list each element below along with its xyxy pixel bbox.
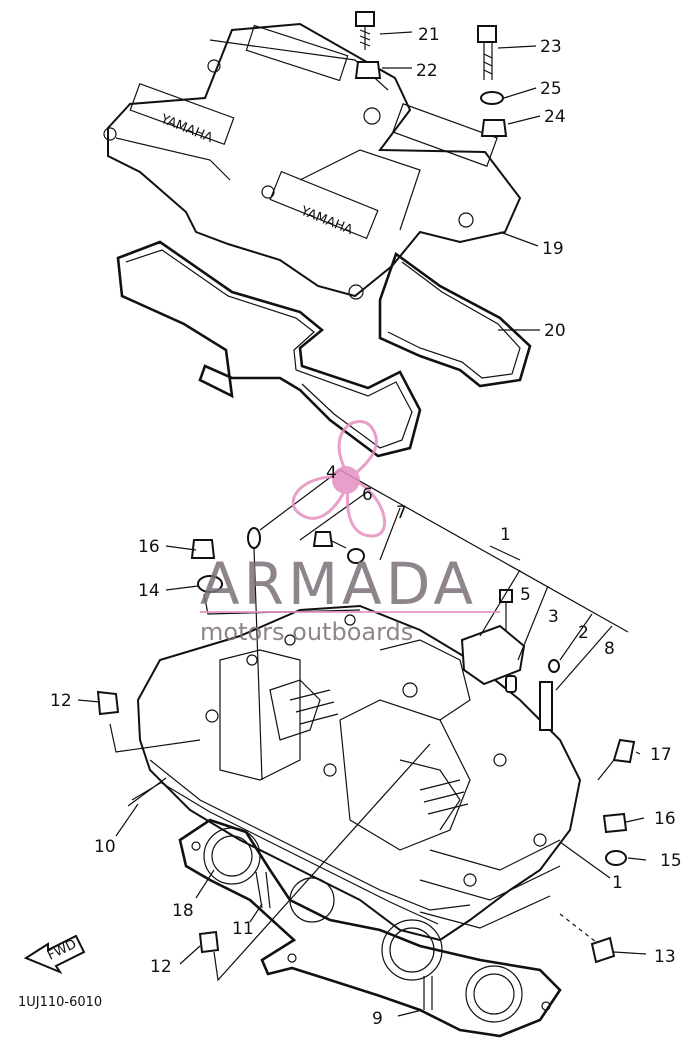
label-3: 3 [548,607,559,627]
label-13: 13 [654,947,676,967]
label-16-upper: 16 [138,537,160,557]
label-6: 6 [362,485,373,505]
label-19: 19 [542,239,564,259]
label-1-upper: 1 [500,525,511,545]
label-24: 24 [544,107,566,127]
watermark-brand: ARMADA [200,550,477,618]
label-2: 2 [578,623,589,643]
label-14: 14 [138,581,160,601]
cover-bolts [354,11,508,137]
label-9: 9 [372,1009,383,1029]
label-4: 4 [326,463,337,483]
cylinder-head-cover: YAMAHA YAMAHA [103,22,522,300]
cylinder-head [136,604,582,942]
part-labels: 21 22 23 25 24 19 20 4 6 7 1 16 5 14 3 2… [18,25,682,1029]
label-21: 21 [418,25,440,45]
label-5: 5 [520,585,531,605]
head-cover-gasket [116,240,532,458]
label-12-upper: 12 [50,691,72,711]
label-23: 23 [540,37,562,57]
label-11: 11 [232,919,254,939]
small-parts [96,527,636,1010]
watermark-tagline: motors outboards [200,618,413,646]
label-15: 15 [660,851,682,871]
armada-watermark: ARMADA motors outboards [200,419,500,646]
label-10: 10 [94,837,116,857]
fwd-arrow-icon: FWD [23,934,86,975]
diagram-code: 1UJ110-6010 [18,995,102,1010]
label-22: 22 [416,61,438,81]
label-25: 25 [540,79,562,99]
propeller-logo-icon [291,419,387,538]
leader-lines [77,31,647,1017]
label-20: 20 [544,321,566,341]
label-8: 8 [604,639,615,659]
label-7: 7 [396,503,407,523]
label-16-lower: 16 [654,809,676,829]
label-1-lower: 1 [612,873,623,893]
label-12-lower: 12 [150,957,172,977]
label-18: 18 [172,901,194,921]
label-17: 17 [650,745,672,765]
